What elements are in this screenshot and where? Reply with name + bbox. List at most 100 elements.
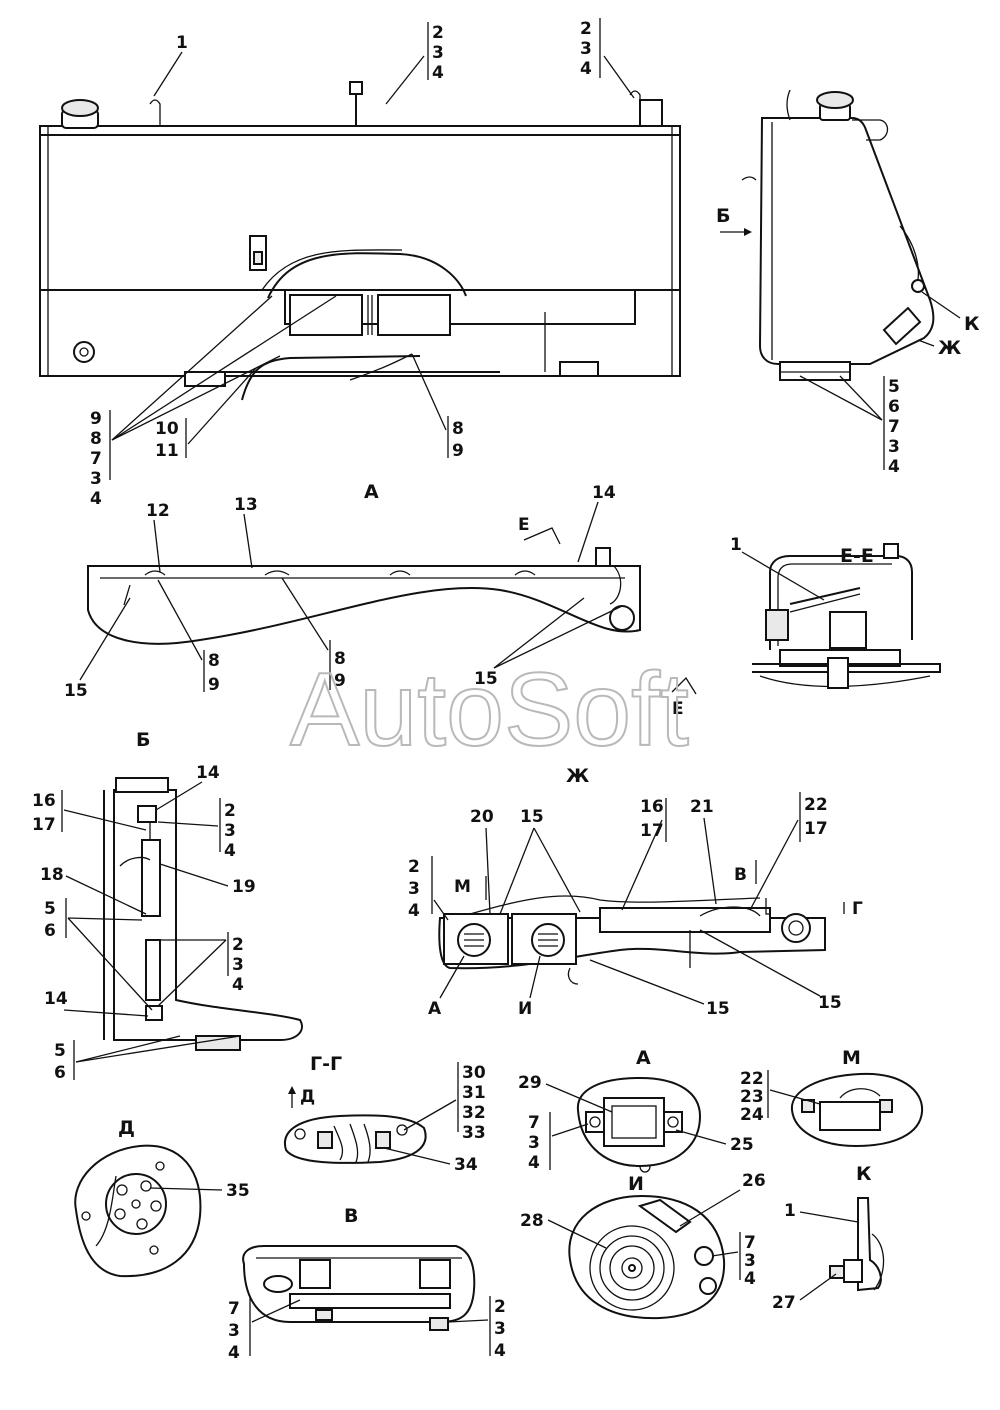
callout-8c: 8	[208, 651, 220, 671]
callout-3g: 3	[408, 879, 420, 899]
callout-3b: 3	[580, 39, 592, 59]
callout-33: 33	[462, 1123, 486, 1143]
callout-5b: 5	[44, 899, 56, 919]
callout-7c: 7	[528, 1113, 540, 1133]
view-marker-a: А	[428, 999, 442, 1019]
callout-9: 9	[90, 409, 102, 429]
section-g-g: Г-Г Д 30 31 32 33 34	[283, 1053, 486, 1175]
callout-16b: 16	[640, 797, 664, 817]
callout-3j: 3	[494, 1319, 506, 1339]
callout-8b: 8	[452, 419, 464, 439]
view-i-horn: И 28 26 7 3 4	[520, 1171, 766, 1320]
callout-22: 22	[804, 795, 828, 815]
view-v: В 7 3 4 2 3 4	[228, 1205, 506, 1363]
view-title-a: А	[364, 481, 379, 503]
callout-15c: 15	[520, 807, 544, 827]
callout-34: 34	[454, 1155, 478, 1175]
view-marker-zh: Ж	[938, 337, 961, 359]
callout-1: 1	[176, 33, 188, 53]
callout-4f: 4	[232, 975, 244, 995]
view-title-m: М	[842, 1047, 861, 1069]
callout-7e: 7	[744, 1233, 756, 1253]
view-zh: Ж 2 3 4 20 15 М 16 17 21	[408, 765, 863, 1019]
view-title-i: И	[628, 1173, 644, 1195]
view-title-d: Д	[118, 1117, 135, 1139]
view-marker-v: В	[734, 865, 747, 885]
callout-9d: 9	[334, 671, 346, 691]
callout-4c: 4	[90, 489, 102, 509]
fuel-tank-end-view: Б К Ж 5 6 7 3 4	[716, 89, 980, 477]
view-title-zh: Ж	[566, 765, 589, 787]
callout-8: 8	[90, 429, 102, 449]
callout-14b: 14	[196, 763, 220, 783]
callout-22b: 22	[740, 1069, 764, 1089]
callout-3k: 3	[744, 1251, 756, 1271]
callout-4k: 4	[744, 1269, 756, 1289]
callout-16: 16	[32, 791, 56, 811]
callout-30: 30	[462, 1063, 486, 1083]
callout-3e: 3	[224, 821, 236, 841]
callout-13: 13	[234, 495, 258, 515]
callout-4: 4	[432, 63, 444, 83]
callout-3f: 3	[232, 955, 244, 975]
callout-17c: 17	[804, 819, 828, 839]
callout-4g: 4	[408, 901, 420, 921]
view-marker-m: М	[454, 877, 471, 897]
view-marker-b: Б	[716, 205, 730, 227]
callout-28: 28	[520, 1211, 544, 1231]
callout-8d: 8	[334, 649, 346, 669]
callout-3c: 3	[90, 469, 102, 489]
callout-4j: 4	[494, 1341, 506, 1361]
callout-26: 26	[742, 1171, 766, 1191]
view-title-a-relay: А	[636, 1047, 651, 1069]
callout-6: 6	[888, 397, 900, 417]
callout-5c: 5	[54, 1041, 66, 1061]
section-mark-e-bottom: Е	[672, 699, 684, 719]
callout-27: 27	[772, 1293, 796, 1313]
view-title-b: Б	[136, 729, 150, 751]
view-marker-k: К	[964, 313, 980, 335]
callout-15: 15	[64, 681, 88, 701]
callout-4h: 4	[528, 1153, 540, 1173]
callout-3: 3	[432, 43, 444, 63]
callout-2: 2	[432, 23, 444, 43]
main-tank-callouts: 1 2 3 4 2 3 4 9 8 7 3 4 10 11 8 9	[90, 18, 635, 509]
callout-25: 25	[730, 1135, 754, 1155]
callout-20: 20	[470, 807, 494, 827]
callout-31: 31	[462, 1083, 486, 1103]
callout-15b: 15	[474, 669, 498, 689]
callout-12: 12	[146, 501, 170, 521]
callout-2c: 2	[224, 801, 236, 821]
callout-1b: 1	[730, 535, 742, 555]
callout-6c: 6	[54, 1063, 66, 1083]
callout-15e: 15	[818, 993, 842, 1013]
callout-11: 11	[155, 441, 179, 461]
view-b: Б 14 16 17 2 3 4 19 18 5 6 2 3 4	[32, 729, 303, 1083]
callout-5: 5	[888, 377, 900, 397]
callout-15d: 15	[706, 999, 730, 1019]
callout-2e: 2	[408, 857, 420, 877]
view-k: К 1 27	[772, 1163, 885, 1313]
callout-35: 35	[226, 1181, 250, 1201]
callout-4b: 4	[580, 59, 592, 79]
callout-3i: 3	[228, 1321, 240, 1341]
view-title-k: К	[856, 1163, 872, 1185]
callout-2d: 2	[232, 935, 244, 955]
fuel-tank-side-view	[39, 81, 681, 401]
callout-2f: 2	[494, 1297, 506, 1317]
callout-6b: 6	[44, 921, 56, 941]
callout-17: 17	[32, 815, 56, 835]
callout-29: 29	[518, 1073, 542, 1093]
callout-4i: 4	[228, 1343, 240, 1363]
view-marker-d: Д	[300, 1087, 315, 1107]
callout-17b: 17	[640, 821, 664, 841]
callout-10: 10	[155, 419, 179, 439]
callout-18: 18	[40, 865, 64, 885]
view-a-relay: А 29 7 3 4 25	[518, 1047, 754, 1173]
callout-23: 23	[740, 1087, 764, 1107]
view-d-connector: Д 35	[74, 1117, 250, 1278]
callout-3d: 3	[888, 437, 900, 457]
view-a-bracket: А 12 13 14 15 8 9 8 9 15 Е Е	[64, 481, 697, 719]
callout-19: 19	[232, 877, 256, 897]
